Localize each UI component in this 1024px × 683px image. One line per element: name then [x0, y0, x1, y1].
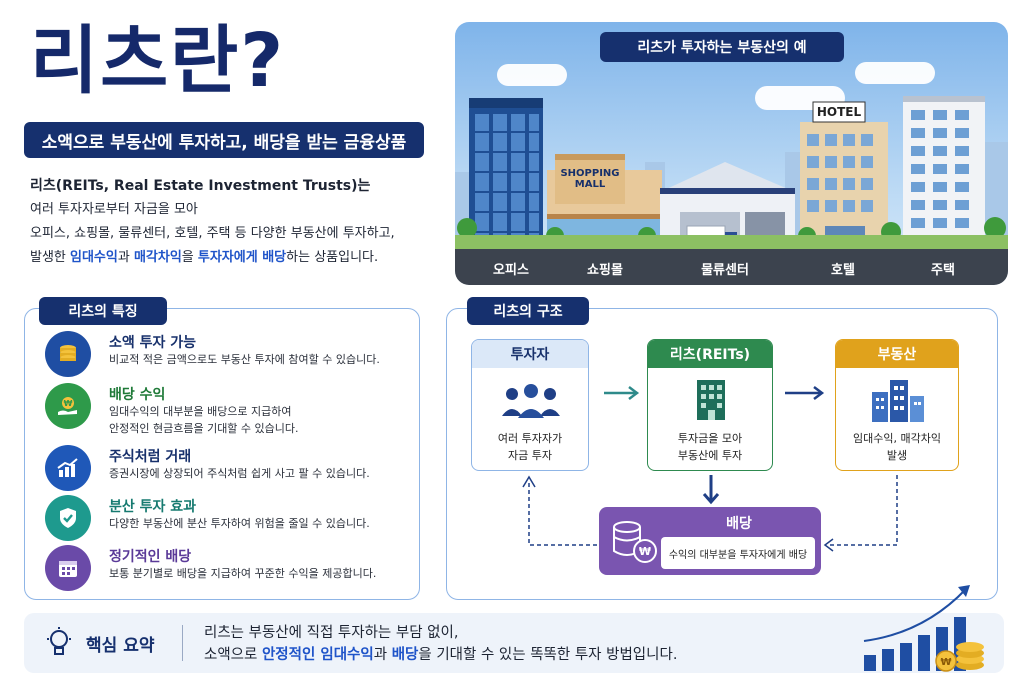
- feature-small-investment: 소액 투자 가능 비교적 적은 금액으로도 부동산 투자에 참여할 수 있습니다…: [45, 331, 415, 377]
- feature-desc: 비교적 적은 금액으로도 부동산 투자에 참여할 수 있습니다.: [109, 353, 380, 366]
- reits-text: 투자금을 모아 부동산에 투자: [677, 432, 743, 462]
- intro-text-part: 하는 상품입니다.: [286, 250, 379, 265]
- svg-text:₩: ₩: [940, 657, 951, 668]
- features-title: 리츠의 특징: [39, 297, 167, 325]
- property-head: 부동산: [836, 340, 958, 368]
- feature-desc: 보통 분기별로 배당을 지급하여 꾸준한 수익을 제공합니다.: [109, 567, 377, 580]
- dividend-text-box: 수익의 대부분을 투자자에게 배당: [661, 537, 815, 569]
- dividend-text: 수익의 대부분을 투자자에게 배당: [668, 549, 808, 561]
- summary-text-part: 을 기대할 수 있는 똑똑한 투자 방법입니다.: [418, 647, 678, 663]
- arrow-down-icon: [702, 475, 720, 505]
- highlight-dividend: 배당: [391, 647, 419, 663]
- coin-stack-icon: [45, 331, 91, 377]
- feature-title: 소액 투자 가능: [109, 335, 197, 351]
- cloud: [497, 64, 567, 86]
- summary-text-part: 과: [373, 647, 392, 663]
- feature-desc: 다양한 부동산에 분산 투자하여 위험을 줄일 수 있습니다.: [109, 517, 370, 530]
- property-box: 부동산 임대수익, 매각차익 발생: [835, 339, 959, 471]
- people-icon: [502, 384, 560, 418]
- scene-title: 리츠가 투자하는 부동산의 예: [600, 32, 844, 62]
- coin-dividend-icon: ₩: [613, 521, 657, 563]
- feature-title: 배당 수익: [109, 387, 166, 403]
- mall-sign-line: MALL: [574, 179, 606, 190]
- reits-box: 리츠(REITs) 투자금을 모아 부동산에 투자: [647, 339, 773, 471]
- summary-text: 리츠는 부동산에 직접 투자하는 부담 없이, 소액으로 안정적인 임대수익과 …: [204, 622, 677, 666]
- intro-line-4: 발생한 임대수익과 매각차익을 투자자에게 배당하는 상품입니다.: [30, 246, 440, 270]
- buildings-illustration: [455, 96, 1008, 252]
- label-logistics-center: 물류센터: [701, 263, 749, 278]
- page-title: 리츠란?: [30, 18, 286, 104]
- intro-line-2: 여러 투자자로부터 자금을 모아: [30, 202, 198, 217]
- summary-line-1: 리츠는 부동산에 직접 투자하는 부담 없이,: [204, 625, 459, 641]
- investor-box: 투자자 여러 투자자가 자금 투자: [471, 339, 589, 471]
- structure-panel: 리츠의 구조 투자자 여러 투자자가 자금 투자 리츠(REITs) 투자금을 …: [446, 297, 998, 600]
- summary-divider: [182, 625, 183, 661]
- property-body: 임대수익, 매각차익 발생: [836, 368, 958, 470]
- feature-desc: 임대수익의 대부분을 배당으로 지급하여 안정적인 현금흐름을 기대할 수 있습…: [109, 405, 299, 435]
- label-housing: 주택: [931, 263, 955, 278]
- investor-body: 여러 투자자가 자금 투자: [472, 368, 588, 470]
- subtitle-banner: 소액으로 부동산에 투자하고, 배당을 받는 금융상품: [24, 122, 424, 158]
- trend-chart-icon: [45, 445, 91, 491]
- svg-text:₩: ₩: [64, 399, 73, 408]
- city-buildings-icon: [872, 380, 924, 422]
- features-panel: 리츠의 특징 소액 투자 가능 비교적 적은 금액으로도 부동산 투자에 참여할…: [24, 297, 420, 600]
- property-text: 임대수익, 매각차익 발생: [853, 432, 941, 462]
- feature-desc: 증권시장에 상장되어 주식처럼 쉽게 사고 팔 수 있습니다.: [109, 467, 370, 480]
- structure-title: 리츠의 구조: [467, 297, 589, 325]
- feature-title: 주식처럼 거래: [109, 449, 192, 465]
- road: [455, 249, 1008, 285]
- feature-dividend-income: ₩ 배당 수익 임대수익의 대부분을 배당으로 지급하여 안정적인 현금흐름을 …: [45, 383, 415, 435]
- arrow-right-icon: [785, 386, 825, 400]
- mall-sign-line: SHOPPING: [560, 168, 620, 179]
- cloud: [855, 62, 935, 84]
- hotel-sign: HOTEL: [816, 105, 862, 119]
- highlight-capital-gain: 매각차익: [133, 250, 182, 265]
- intro-text: 리츠(REITs, Real Estate Investment Trusts)…: [30, 174, 440, 270]
- feature-regular-dividend: 정기적인 배당 보통 분기별로 배당을 지급하여 꾸준한 수익을 제공합니다.: [45, 545, 415, 591]
- apartment-building: [903, 96, 985, 250]
- summary-line-2: 소액으로 안정적인 임대수익과 배당을 기대할 수 있는 똑똑한 투자 방법입니…: [204, 644, 677, 666]
- intro-line-3: 오피스, 쇼핑몰, 물류센터, 호텔, 주택 등 다양한 부동산에 투자하고,: [30, 226, 395, 241]
- shield-check-icon: [45, 495, 91, 541]
- hotel-building: [800, 101, 888, 250]
- office-building: [469, 98, 543, 250]
- highlight-stable-rental-income: 안정적인 임대수익: [261, 647, 374, 663]
- calendar-icon: [45, 545, 91, 591]
- summary-text-part: 소액으로: [204, 647, 262, 663]
- label-hotel: 호텔: [831, 263, 855, 278]
- svg-text:₩: ₩: [639, 545, 651, 558]
- highlight-rental-income: 임대수익: [70, 250, 118, 265]
- property-type-labels: 오피스 쇼핑몰 물류센터 호텔 주택: [455, 249, 1008, 285]
- reits-head: 리츠(REITs): [648, 340, 772, 368]
- ground: [455, 235, 1008, 249]
- feature-stock-trading: 주식처럼 거래 증권시장에 상장되어 주식처럼 쉽게 사고 팔 수 있습니다.: [45, 445, 415, 491]
- summary-label: 핵심 요약: [86, 636, 155, 656]
- money-hand-icon: ₩: [45, 383, 91, 429]
- dividend-head: 배당: [726, 516, 752, 532]
- mall-sign: SHOPPING MALL: [553, 168, 627, 190]
- arrow-right-icon: [604, 386, 640, 400]
- label-office: 오피스: [493, 263, 529, 278]
- property-examples-scene: 리츠가 투자하는 부동산의 예: [455, 22, 1008, 285]
- intro-text-part: 과: [117, 250, 134, 265]
- reits-body: 투자금을 모아 부동산에 투자: [648, 368, 772, 470]
- highlight-dividend: 투자자에게 배당: [197, 250, 287, 265]
- summary-bar: 핵심 요약 리츠는 부동산에 직접 투자하는 부담 없이, 소액으로 안정적인 …: [24, 585, 1004, 673]
- feature-title: 정기적인 배당: [109, 549, 192, 565]
- feature-title: 분산 투자 효과: [109, 499, 197, 515]
- lightbulb-icon: [47, 627, 71, 655]
- investor-head: 투자자: [472, 340, 588, 368]
- label-shopping-mall: 쇼핑몰: [587, 263, 623, 278]
- intro-line-1: 리츠(REITs, Real Estate Investment Trusts)…: [30, 178, 371, 194]
- intro-text-part: 을: [181, 250, 198, 265]
- building-icon: [697, 380, 725, 420]
- intro-text-part: 발생한: [30, 250, 71, 265]
- dividend-box: 배당 ₩ 수익의 대부분을 투자자에게 배당: [599, 507, 821, 575]
- feature-diversification: 분산 투자 효과 다양한 부동산에 분산 투자하여 위험을 줄일 수 있습니다.: [45, 495, 415, 541]
- investor-text: 여러 투자자가 자금 투자: [497, 432, 563, 462]
- growth-bars-coins-icon: ₩: [863, 585, 984, 672]
